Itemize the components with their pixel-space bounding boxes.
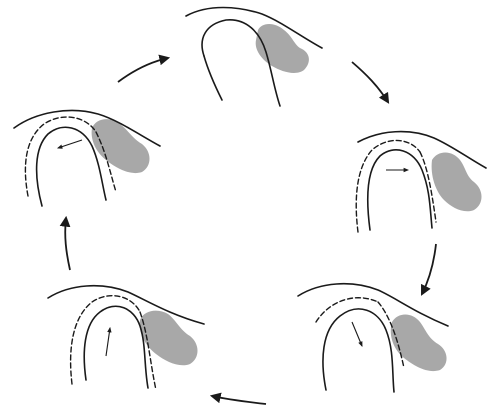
panel-bottom-left xyxy=(48,286,204,390)
cycle-arrow-bottom-right-to-bottom-left xyxy=(212,396,266,404)
panel-right xyxy=(356,132,486,232)
panel-top-gray-blob xyxy=(256,24,309,73)
panel-right-outer-contour xyxy=(358,132,486,168)
panel-left-motion-arrow xyxy=(58,140,82,148)
cycle-arrow-top-to-right xyxy=(352,62,388,102)
panel-bottom-left-inner-contour xyxy=(84,306,148,388)
panel-bottom-right xyxy=(298,284,448,392)
panel-left xyxy=(14,110,160,206)
cycle-arrow-left-to-top xyxy=(118,58,168,82)
panel-top xyxy=(186,8,322,107)
panel-top-outer-contour xyxy=(186,8,322,49)
cycle-arrow-bottom-left-to-left xyxy=(65,218,70,270)
panel-bottom-left-motion-arrow xyxy=(106,328,110,356)
cycle-arrows xyxy=(65,58,436,404)
panel-left-gray-blob xyxy=(92,119,150,173)
panel-bottom-right-motion-arrow xyxy=(352,322,362,346)
panel-bottom-right-gray-blob xyxy=(391,315,447,372)
panel-right-inner-contour xyxy=(368,150,432,230)
panel-bottom-right-dashed-outer xyxy=(316,298,378,322)
cycle-arrow-right-to-bottom-right xyxy=(422,244,436,294)
panel-bottom-right-outer-contour xyxy=(298,284,448,326)
panel-top-stem-contour xyxy=(204,56,222,100)
panel-bottom-left-outer-contour xyxy=(48,286,204,324)
panel-left-outer-contour xyxy=(14,110,160,146)
panel-bottom-right-inner-contour xyxy=(323,309,394,392)
panel-left-dashed-outer xyxy=(25,117,96,196)
